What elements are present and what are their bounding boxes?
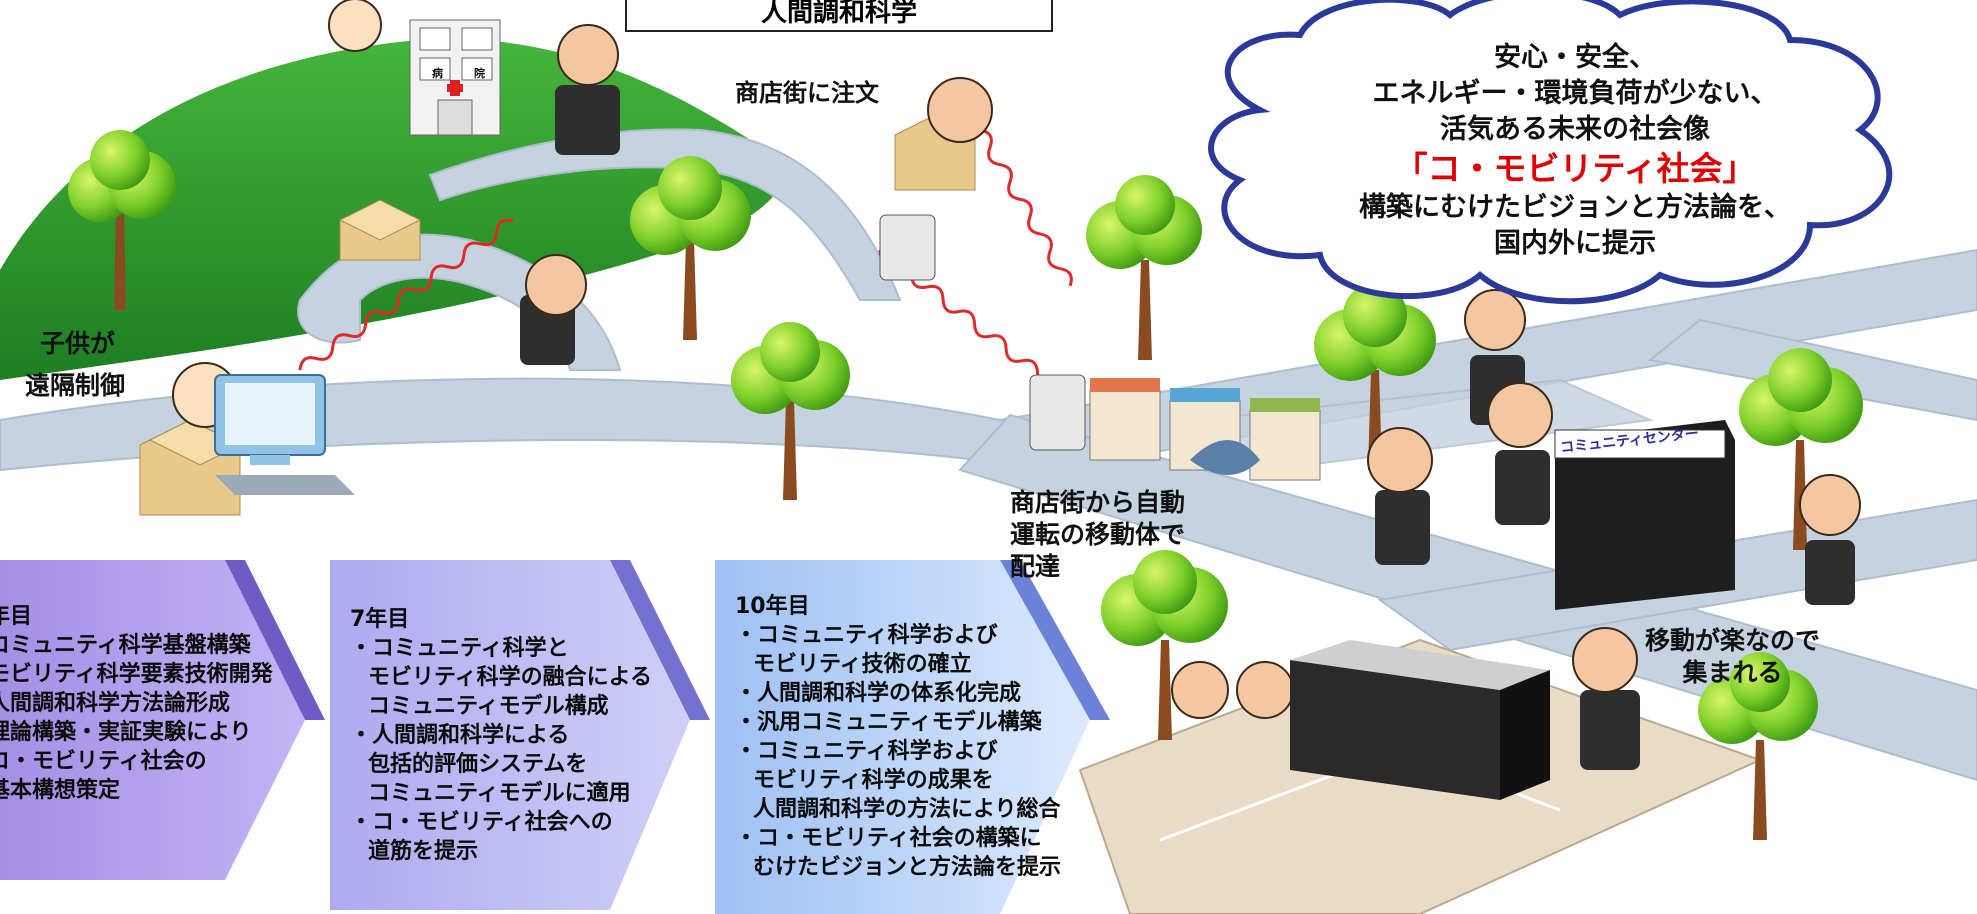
delivery-label: 商店街から自動 運転の移動体で 配達 bbox=[1010, 487, 1185, 583]
shopping-street bbox=[1089, 378, 1321, 481]
people bbox=[172, 0, 1861, 719]
stage-2-item: モビリティ科学の融合による bbox=[368, 665, 653, 690]
vision-cloud-text: 安心・安全、 エネルギー・環境負荷が少ない、 活気ある未来の社会像 「コ・モビリ… bbox=[1290, 40, 1860, 262]
stage-chevron-1 bbox=[0, 560, 305, 880]
delivery-line-2: 運転の移動体で bbox=[1010, 520, 1186, 549]
hospital-sign-2: 院 bbox=[474, 67, 485, 80]
trees bbox=[68, 130, 1863, 840]
stage-3-item: ・コミュニティ科学および bbox=[735, 623, 998, 648]
stage-1-text: 年目 コミュニティ科学基盤構築 モビリティ科学要素技術開発 人間調和科学方法論形… bbox=[0, 602, 273, 805]
stage-1-item: コ・モビリティ社会の bbox=[0, 749, 207, 774]
stage-1-item: 人間調和科学方法論形成 bbox=[0, 691, 231, 716]
stage-2-item: ・コミュニティ科学と bbox=[350, 636, 569, 661]
child-remote-label-2: 遠隔制御 bbox=[25, 371, 126, 400]
stage-3-text: 10年目 ・コミュニティ科学および モビリティ技術の確立 ・人間調和科学の体系化… bbox=[735, 592, 1061, 882]
school-building bbox=[1290, 640, 1550, 800]
cloud-line-4: 構築にむけたビジョンと方法論を、 bbox=[1359, 192, 1791, 223]
stage-2-item: ・コ・モビリティ社会への bbox=[350, 810, 613, 835]
stage-3-item: むけたビジョンと方法論を提示 bbox=[753, 855, 1062, 880]
stage-chevron-3 bbox=[715, 560, 1090, 914]
gather-line-1: 移動が楽なので bbox=[1645, 626, 1821, 655]
shop-order-label: 商店街に注文 bbox=[735, 79, 879, 107]
delivery-line-3: 配達 bbox=[1010, 552, 1061, 581]
stage-2-title: 7年目 bbox=[350, 607, 410, 632]
stage-3-item: モビリティ技術の確立 bbox=[753, 652, 972, 677]
stage-3-item: ・人間調和科学の体系化完成 bbox=[735, 681, 1022, 706]
stage-1-item: 理論構築・実証実験により bbox=[0, 720, 252, 745]
stage-2-item: コミュニティモデル構成 bbox=[368, 694, 609, 719]
house-hill bbox=[338, 199, 422, 261]
stage-3-item: ・コミュニティ科学および bbox=[735, 739, 998, 764]
hospital-sign-1: 病 bbox=[432, 67, 443, 80]
stage-2-item: 包括的評価システムを bbox=[368, 752, 588, 777]
page-title: 人間調和科学 bbox=[625, 0, 1053, 32]
stage-2-item: ・人間調和科学による bbox=[350, 723, 570, 748]
cloud-line-3: 活気ある未来の社会像 bbox=[1440, 114, 1710, 145]
stage-3-item: ・コ・モビリティ社会の構築に bbox=[735, 826, 1042, 851]
gather-line-2: 集まれる bbox=[1682, 658, 1783, 687]
stage-chevron-2 bbox=[330, 560, 690, 910]
vision-cloud bbox=[1208, 0, 1893, 305]
cloud-line-5: 国内外に提示 bbox=[1494, 228, 1656, 259]
stage-3-title: 10年目 bbox=[735, 594, 810, 619]
child-remote-label-1: 子供が bbox=[40, 329, 116, 358]
stage-1-item: 基本構想策定 bbox=[0, 778, 121, 803]
stage-1-item: モビリティ科学要素技術開発 bbox=[0, 662, 273, 687]
stage-2-item: 道筋を提示 bbox=[368, 839, 479, 864]
stage-3-item: モビリティ科学の成果を bbox=[753, 768, 994, 793]
delivery-line-1: 商店街から自動 bbox=[1010, 488, 1186, 517]
computer-desk bbox=[214, 374, 355, 495]
stage-2-item: コミュニティモデルに適用 bbox=[368, 781, 631, 806]
gather-label: 移動が楽なので 集まれる bbox=[1645, 625, 1820, 689]
cloud-highlight: 「コ・モビリティ社会」 bbox=[1394, 149, 1756, 188]
stage-1-title: 年目 bbox=[0, 604, 33, 629]
stage-1-item: コミュニティ科学基盤構築 bbox=[0, 633, 251, 658]
stage-3-item: ・汎用コミュニティモデル構築 bbox=[735, 710, 1042, 735]
cloud-line-2: エネルギー・環境負荷が少ない、 bbox=[1372, 78, 1778, 109]
cloud-line-1: 安心・安全、 bbox=[1494, 42, 1656, 73]
stage-chevrons bbox=[0, 560, 1110, 914]
stage-2-text: 7年目 ・コミュニティ科学と モビリティ科学の融合による コミュニティモデル構成… bbox=[350, 605, 652, 866]
stage-3-item: 人間調和科学の方法により総合 bbox=[753, 797, 1061, 822]
community-center-building bbox=[1554, 420, 1735, 610]
hospital-building bbox=[409, 19, 501, 136]
